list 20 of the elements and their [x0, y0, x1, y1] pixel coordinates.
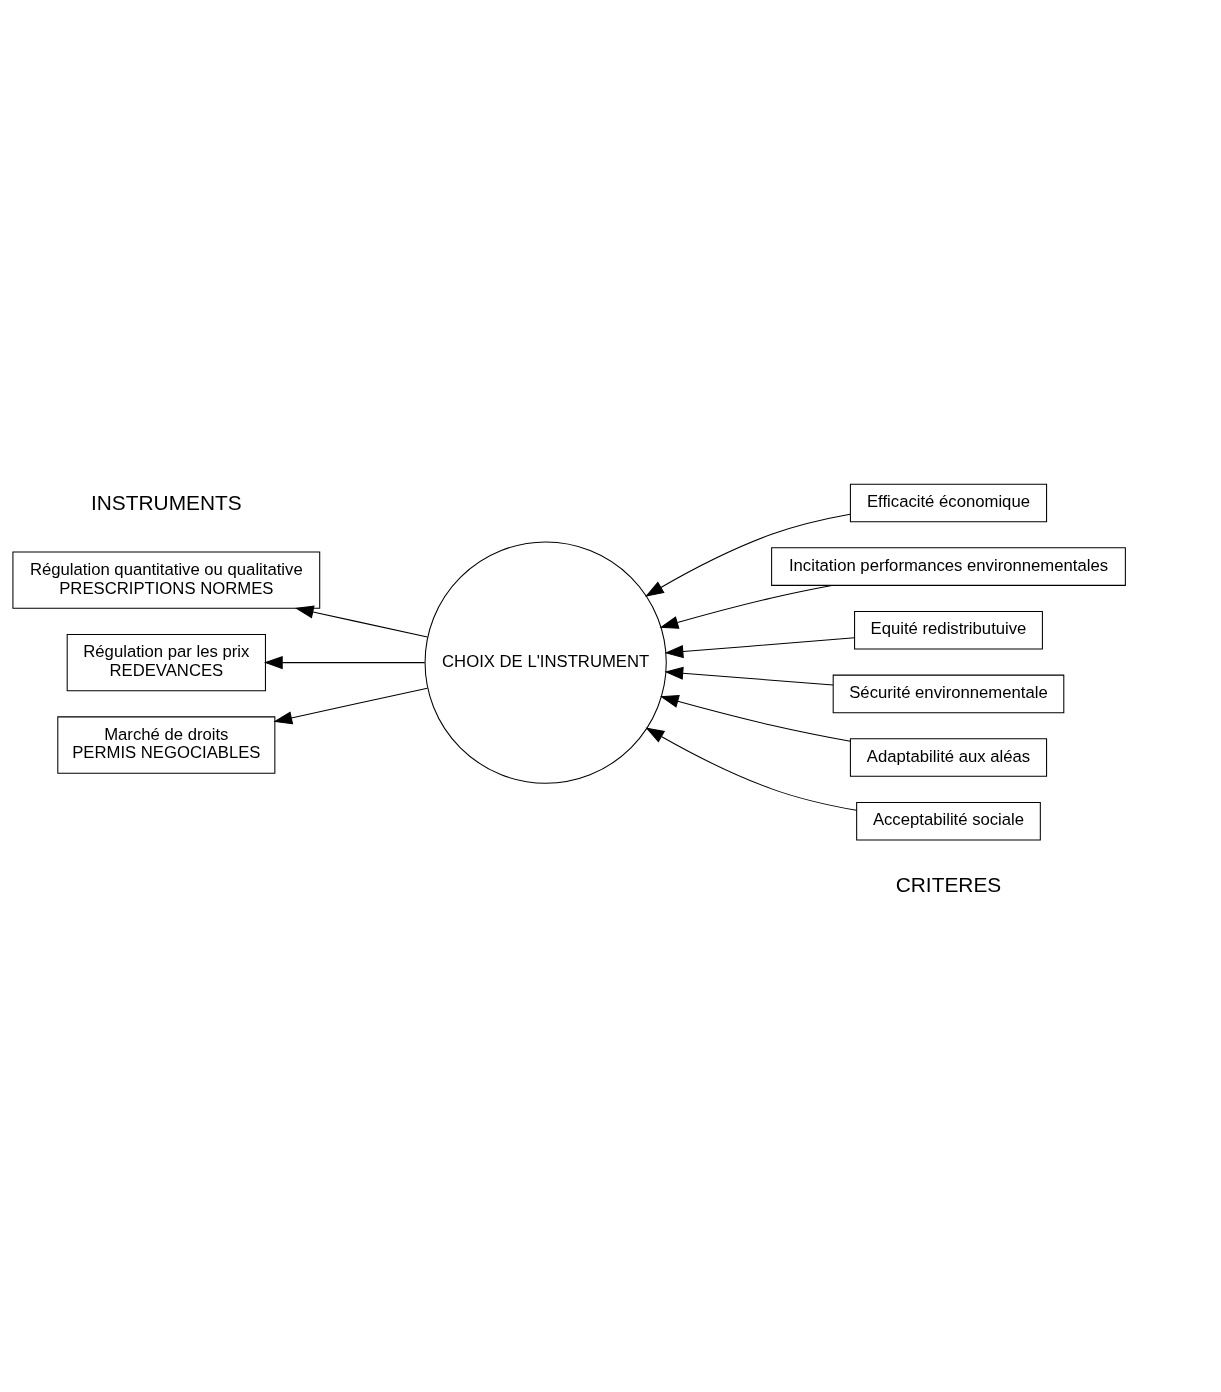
node-box: Equité redistributuive [854, 610, 1043, 650]
label: INSTRUMENTS [90, 491, 242, 515]
arrow [263, 656, 426, 670]
arrow [664, 637, 856, 659]
node-box: Marché de droits PERMIS NEGOCIABLES [57, 716, 276, 774]
node-box: Incitation performances environnementales [771, 547, 1126, 586]
node-box: Régulation par les prix REDEVANCES [66, 633, 266, 692]
node-box: Sécurité environnementale [832, 674, 1065, 714]
node-box: Régulation quantitative ou qualitative PRESCRIPTIONS NORMES [12, 551, 321, 609]
arrow [645, 513, 851, 597]
label: CRITERES [895, 873, 1002, 897]
arrow [294, 605, 428, 638]
arrow [664, 666, 834, 686]
node-box: Acceptabilité sociale [856, 801, 1041, 841]
node-box: Efficacité économique [849, 483, 1048, 523]
arrow [645, 727, 857, 811]
arrow [273, 687, 428, 725]
arrow [659, 584, 833, 629]
arrow [659, 694, 851, 742]
node-box: Adaptabilité aux aléas [849, 738, 1048, 777]
